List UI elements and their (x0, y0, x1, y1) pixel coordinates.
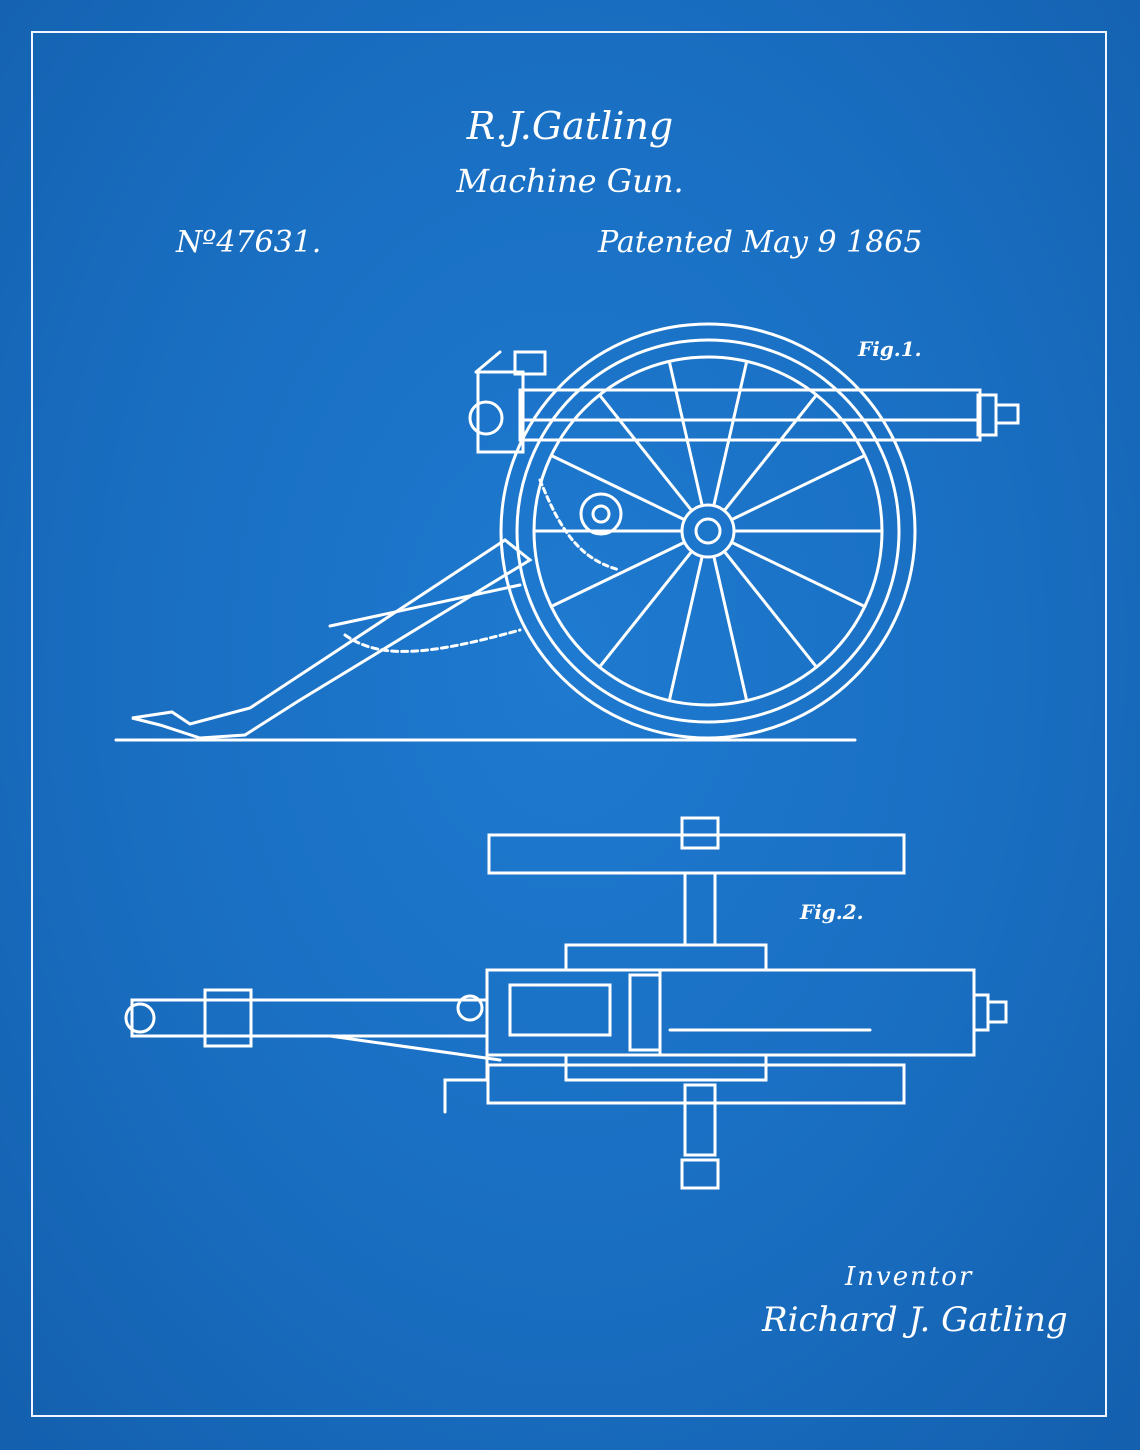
inventor-title: R.J.Gatling (466, 104, 674, 148)
wheel-spoke (549, 540, 687, 608)
top-wheel (487, 833, 906, 875)
patent-number: Nº47631. (176, 225, 322, 260)
wheel-spoke (667, 359, 704, 508)
drive-gear (579, 492, 623, 536)
crank-handle (468, 400, 504, 436)
trail-chain (343, 628, 522, 653)
patent-date: Patented May 9 1865 (598, 225, 923, 260)
bottom-wheel (486, 1063, 906, 1105)
wheel-spoke (549, 454, 687, 522)
wheel-spoke (712, 554, 749, 703)
wheel-spokes (532, 359, 884, 703)
axle-bottom (683, 1083, 717, 1157)
wheel-spoke (729, 454, 867, 522)
barrel-housing (518, 388, 982, 442)
trail-eye (124, 1002, 156, 1034)
wheel-spoke (712, 359, 749, 508)
wheel-spoke (722, 549, 818, 669)
gun-trail (131, 538, 533, 740)
gun-body (485, 968, 976, 1057)
wheel-spoke (667, 554, 704, 703)
axle-hub-top (680, 816, 720, 850)
wheel-spoke (598, 393, 694, 513)
wheel-spoke (598, 549, 694, 669)
inventor-signature: Richard J. Gatling (762, 1300, 1068, 1340)
wheel-spoke (729, 540, 867, 608)
inventor-label: Inventor (845, 1262, 974, 1292)
invention-title: Machine Gun. (456, 162, 684, 200)
fig1-label: Fig.1. (858, 337, 922, 361)
fig2-label: Fig.2. (800, 900, 864, 924)
breech-block (476, 370, 525, 454)
wheel-spoke (722, 393, 818, 513)
axle-top (683, 871, 717, 947)
wheel-outer-rim (499, 322, 917, 740)
border-frame (31, 31, 1107, 1417)
trail-top-view (130, 998, 489, 1038)
axle-hub-bottom (680, 1158, 720, 1190)
